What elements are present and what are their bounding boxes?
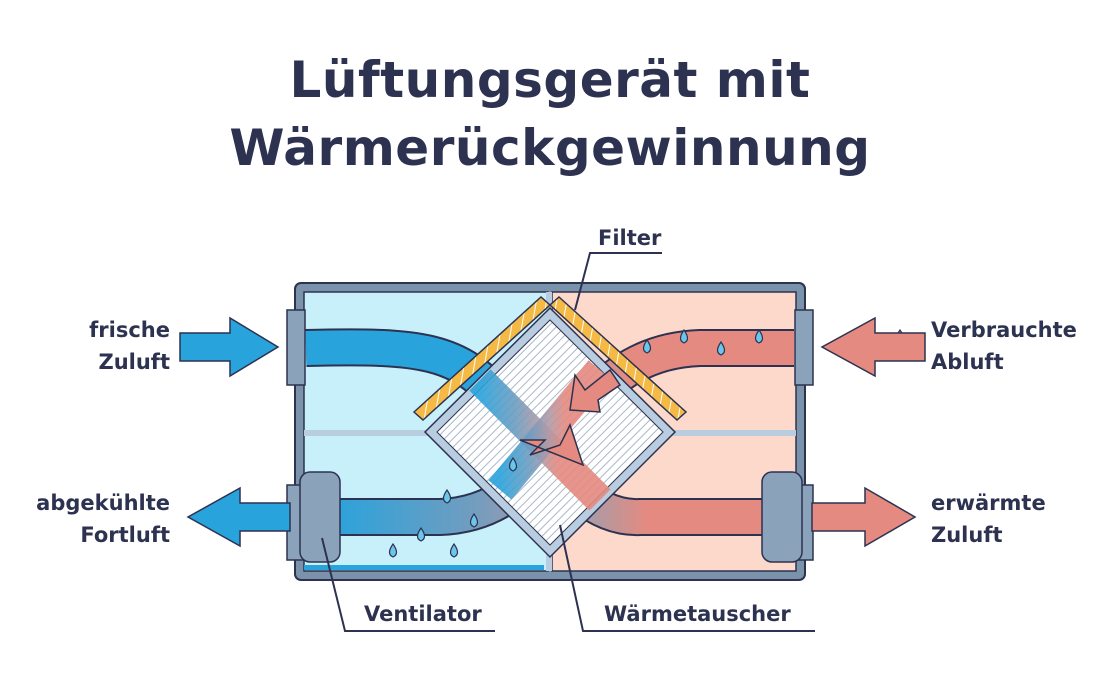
title-line-2: Wärmerückgewinnung	[229, 119, 871, 177]
fresh-supply-line-2: Zuluft	[98, 350, 170, 374]
exhaust-out-arrow	[186, 486, 291, 548]
heat-exchanger	[423, 306, 677, 559]
fresh-air-in-arrow	[179, 316, 280, 378]
cooled-exhaust-line-1: abgekühlte	[36, 491, 170, 515]
filter-label: Filter	[598, 226, 662, 250]
airflow-arrow	[519, 423, 585, 467]
used-extract-line-1: Verbrauchte	[931, 318, 1077, 342]
waermetauscher-label: Wärmetauscher	[604, 602, 791, 626]
extract-in-arrow	[820, 316, 926, 378]
fan	[299, 471, 803, 563]
title-line-1: Lüftungsgerät mit	[289, 51, 811, 109]
supply-out-arrow	[811, 486, 917, 548]
used-extract-label: Verbrauchte Abluft	[931, 314, 1077, 378]
filter-element	[412, 295, 688, 422]
used-extract-line-2: Abluft	[931, 350, 1004, 374]
cooled-exhaust-label: abgekühlte Fortluft	[36, 487, 170, 551]
warmed-supply-label: erwärmte Zuluft	[931, 487, 1046, 551]
warmed-supply-line-2: Zuluft	[931, 523, 1003, 547]
leader-lines	[321, 252, 815, 632]
cooled-exhaust-line-2: Fortluft	[80, 523, 170, 547]
airflow-arrow	[569, 368, 622, 413]
ventilator-label: Ventilator	[364, 602, 482, 626]
fresh-supply-line-1: frische	[89, 318, 170, 342]
warmed-supply-line-1: erwärmte	[931, 491, 1046, 515]
fresh-supply-label: frische Zuluft	[89, 314, 170, 378]
